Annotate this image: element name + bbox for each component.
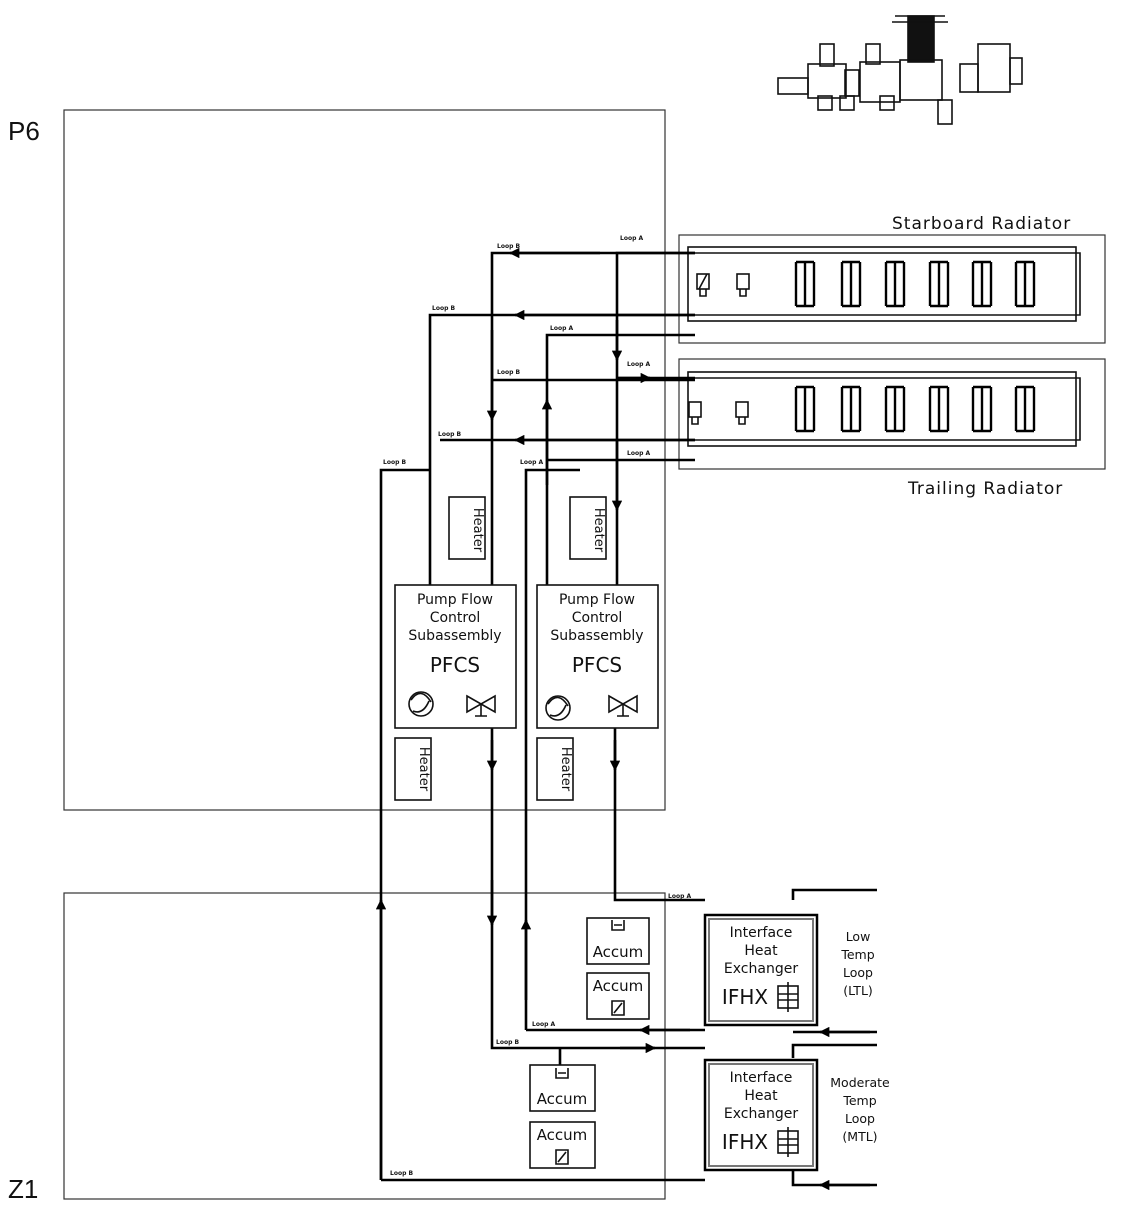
heat-exchanger-icon bbox=[777, 982, 799, 1012]
accum-text: Accum bbox=[593, 977, 644, 995]
pipe-tag: Loop B bbox=[390, 1170, 413, 1177]
mtl-line3: Loop bbox=[845, 1111, 875, 1126]
pfcs-line1: Pump Flow bbox=[559, 592, 635, 608]
pipe-tag: Loop B bbox=[438, 431, 461, 438]
pipe-tag: Loop B bbox=[497, 369, 520, 376]
heater-top-left: Heater bbox=[448, 496, 486, 560]
ifhx-code: IFHX bbox=[722, 1130, 768, 1154]
heater-bottom-right: Heater bbox=[536, 737, 574, 801]
ltl-line1: Low bbox=[846, 929, 871, 944]
accum-1: Accum bbox=[586, 917, 650, 965]
pipe-tag: Loop A bbox=[532, 1021, 555, 1028]
valve-icon bbox=[466, 694, 496, 717]
pfcs-code: PFCS bbox=[572, 653, 622, 677]
starboard-radiator: Starboard Radiator bbox=[678, 214, 1106, 344]
accum-text: Accum bbox=[593, 943, 644, 961]
pfcs-right: Pump Flow Control Subassembly PFCS bbox=[536, 584, 659, 729]
radiator-panel-rib bbox=[884, 260, 906, 308]
p6-label: P6 bbox=[8, 116, 40, 146]
ifhx-line1: Interface bbox=[730, 925, 793, 941]
pipe-tag: Loop A bbox=[520, 459, 543, 466]
ltl-line3: Loop bbox=[843, 965, 873, 980]
pipe-tag: Loop A bbox=[627, 361, 650, 368]
pipe-tag: Loop A bbox=[627, 450, 650, 457]
radiator-panel-rib bbox=[840, 260, 862, 308]
ifhx-line2: Heat bbox=[744, 1088, 778, 1104]
heat-exchanger-icon bbox=[777, 1127, 799, 1157]
heater-boxes: Heater Heater Heater Heater bbox=[394, 496, 607, 801]
ltl-line4: (LTL) bbox=[843, 983, 873, 998]
trailing-radiator: Trailing Radiator bbox=[678, 358, 1106, 499]
valve-icon bbox=[608, 694, 638, 717]
pump-icon bbox=[408, 691, 434, 717]
station-icon bbox=[777, 15, 1023, 125]
pipe-network bbox=[375, 247, 877, 1191]
radiator-accumulators bbox=[688, 273, 750, 425]
radiator-panel-rib bbox=[1014, 260, 1036, 308]
ltl-label: Low Temp Loop (LTL) bbox=[840, 929, 874, 998]
heater-text: Heater bbox=[416, 747, 431, 792]
accum-3: Accum bbox=[529, 1064, 596, 1112]
ifhx-code: IFHX bbox=[722, 985, 768, 1009]
ifhx-mtl: Interface Heat Exchanger IFHX bbox=[703, 1058, 819, 1172]
heater-bottom-left: Heater bbox=[394, 737, 432, 801]
heater-text: Heater bbox=[591, 508, 606, 553]
pfcs-line2: Control bbox=[430, 610, 481, 626]
accum-4: Accum bbox=[529, 1121, 596, 1169]
radiator-panel-rib bbox=[794, 260, 816, 308]
pfcs-left: Pump Flow Control Subassembly PFCS bbox=[394, 584, 517, 729]
mtl-line1: Moderate bbox=[830, 1075, 890, 1090]
pipe-tag: Loop A bbox=[668, 893, 691, 900]
pfcs-line1: Pump Flow bbox=[417, 592, 493, 608]
heater-top-right: Heater bbox=[569, 496, 607, 560]
pump-icon bbox=[545, 695, 571, 721]
ifhx-line1: Interface bbox=[730, 1070, 793, 1086]
radiator-panel-rib bbox=[794, 385, 816, 433]
pipe-tag: Loop B bbox=[496, 1039, 519, 1046]
accum-text: Accum bbox=[537, 1090, 588, 1108]
pipe-tag: Loop B bbox=[383, 459, 406, 466]
radiator-panel-rib bbox=[971, 385, 993, 433]
trailing-radiator-label: Trailing Radiator bbox=[907, 479, 1063, 499]
radiator-panel-rib bbox=[840, 385, 862, 433]
accum-2: Accum bbox=[586, 972, 650, 1020]
pfcs-code: PFCS bbox=[430, 653, 480, 677]
pfcs-line3: Subassembly bbox=[408, 628, 501, 644]
radiator-panels bbox=[794, 260, 1036, 433]
mtl-line2: Temp bbox=[842, 1093, 876, 1108]
z1-frame bbox=[63, 892, 666, 1200]
ifhx-ltl: Interface Heat Exchanger IFHX bbox=[703, 913, 819, 1027]
radiator-panel-rib bbox=[928, 260, 950, 308]
starboard-radiator-label: Starboard Radiator bbox=[892, 214, 1071, 234]
radiator-panel-rib bbox=[928, 385, 950, 433]
radiator-panel-rib bbox=[1014, 385, 1036, 433]
radiator-panel-rib bbox=[971, 260, 993, 308]
ltl-line2: Temp bbox=[840, 947, 874, 962]
pipe-tags: Loop B Loop A Loop B Loop A Loop B Loop … bbox=[383, 235, 691, 1177]
z1-label: Z1 bbox=[8, 1174, 38, 1204]
pfcs-line3: Subassembly bbox=[550, 628, 643, 644]
mtl-line4: (MTL) bbox=[842, 1129, 877, 1144]
pipe-tag: Loop B bbox=[432, 305, 455, 312]
pipe-tag: Loop A bbox=[620, 235, 643, 242]
accum-text: Accum bbox=[537, 1126, 588, 1144]
heater-text: Heater bbox=[470, 508, 485, 553]
pfcs-line2: Control bbox=[572, 610, 623, 626]
ifhx-line3: Exchanger bbox=[724, 961, 798, 977]
ifhx-line3: Exchanger bbox=[724, 1106, 798, 1122]
pipe-tag: Loop A bbox=[550, 325, 573, 332]
ifhx-line2: Heat bbox=[744, 943, 778, 959]
mtl-label: Moderate Temp Loop (MTL) bbox=[830, 1075, 890, 1144]
heater-text: Heater bbox=[558, 747, 573, 792]
pipe-tag: Loop B bbox=[497, 243, 520, 250]
radiator-panel-rib bbox=[884, 385, 906, 433]
